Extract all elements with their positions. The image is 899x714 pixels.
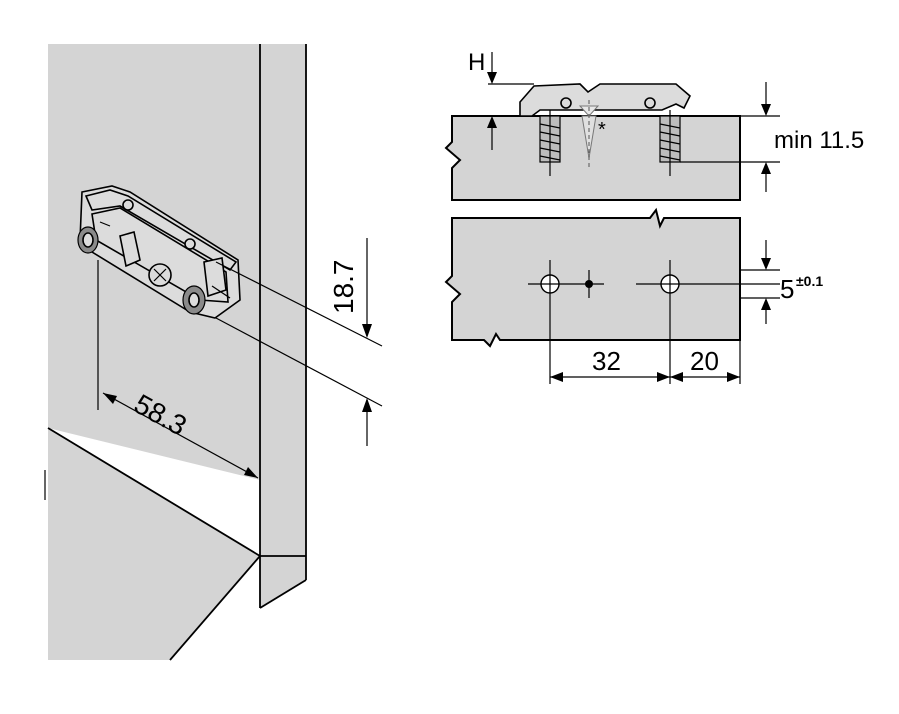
cabinet-front-edge bbox=[260, 44, 306, 608]
plate-width-label: 18.7 bbox=[328, 260, 359, 315]
cabinet-perspective-view: 58.3 18.7 bbox=[44, 44, 383, 661]
dimension-plate-width: 18.7 bbox=[215, 238, 383, 446]
wood-screw: * bbox=[578, 100, 606, 168]
bottom-back-edge bbox=[47, 427, 261, 557]
dowel-right bbox=[659, 110, 681, 176]
plan-view: 5 ±0.1 32 20 bbox=[444, 207, 823, 384]
section-plate bbox=[519, 83, 691, 117]
screw-note: * bbox=[598, 119, 606, 141]
dowel-left bbox=[539, 110, 561, 176]
height-label: H bbox=[468, 49, 485, 76]
hole-spacing-label: 32 bbox=[592, 346, 621, 376]
offset-value: 5 bbox=[780, 274, 794, 304]
cabinet-bottom-panel bbox=[48, 428, 260, 660]
dimension-min-thickness: min 11.5 bbox=[680, 82, 864, 192]
mounting-plate-perspective bbox=[77, 185, 241, 319]
dimension-offset: 5 ±0.1 bbox=[740, 240, 823, 324]
bottom-corner-edge bbox=[259, 579, 307, 609]
dimension-edge-distance: 20 bbox=[670, 346, 740, 382]
plan-panel bbox=[444, 207, 741, 348]
min-thickness-label: min 11.5 bbox=[774, 127, 864, 154]
dimension-hole-spacing: 32 bbox=[550, 346, 670, 382]
section-view: * H min 11.5 bbox=[444, 49, 864, 201]
edge-distance-label: 20 bbox=[690, 346, 719, 376]
dimension-height-h: H bbox=[468, 49, 534, 150]
offset-tolerance: ±0.1 bbox=[796, 273, 823, 289]
bottom-front-edge bbox=[169, 555, 261, 661]
